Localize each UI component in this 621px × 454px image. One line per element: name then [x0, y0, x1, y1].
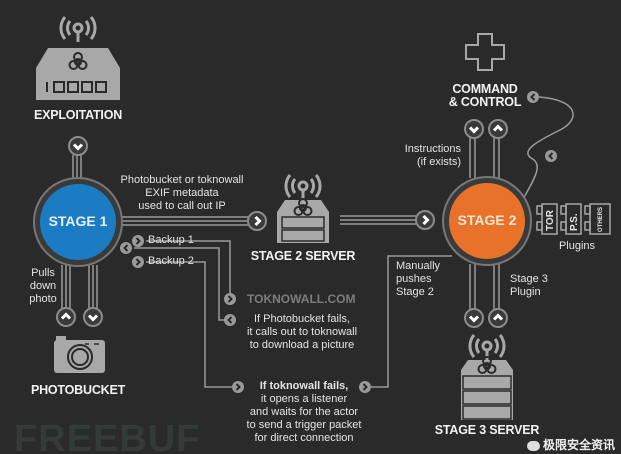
annotation-line: pushes — [396, 273, 432, 285]
pulls-annotation: Pulls down photo — [29, 267, 57, 306]
chevron-left-icon — [119, 241, 133, 255]
annotation-line: it calls out to toknowall — [246, 326, 358, 338]
chevron-down-icon — [463, 307, 485, 329]
annotation-line: Instructions — [404, 143, 461, 155]
annotation-line: photo — [29, 293, 57, 305]
stage2-label: STAGE 2 — [457, 212, 517, 228]
instructions-annotation: Instructions (if exists) — [405, 143, 461, 169]
wechat-icon — [527, 440, 540, 451]
annotation-line: (if exists) — [417, 156, 461, 168]
chevron-left-icon — [223, 313, 237, 327]
exploitation-server-icon — [36, 15, 120, 100]
stage2-circle — [449, 183, 525, 259]
stage3-plugin-annotation: Stage 3 Plugin — [510, 273, 548, 299]
annotation-line: EXIF metadata — [145, 187, 219, 199]
command-control-label: COMMAND & CONTROL — [449, 83, 522, 109]
plugins-label: Plugins — [558, 240, 596, 252]
stage1-label: STAGE 1 — [48, 213, 108, 229]
chevron-right-icon — [131, 234, 145, 248]
annotation-line: to send a trigger packet — [246, 419, 362, 431]
wechat-watermark: 极限安全资讯 — [527, 438, 615, 452]
manually-annotation: Manually pushes Stage 2 — [396, 260, 440, 299]
annotation-line: and waits for the actor — [249, 406, 359, 418]
chevron-up-icon — [487, 307, 509, 329]
freebuf-watermark: FREEBUF — [14, 418, 201, 454]
chevron-right-icon — [231, 380, 245, 394]
annotation-line: down — [29, 280, 57, 292]
plugin-ps: P.S. — [569, 213, 580, 231]
plugin-tor: TOR — [545, 210, 556, 231]
stage2-server-icon — [277, 173, 329, 243]
stage1-circle — [40, 184, 116, 260]
annotation-line: Photobucket or toknowall — [120, 174, 244, 186]
photobucket-label: PHOTOBUCKET — [30, 383, 126, 397]
annotation-line: Stage 2 — [396, 286, 434, 298]
chevron-right-icon — [246, 210, 268, 232]
backup2-label: Backup 2 — [148, 255, 194, 267]
annotation-line: Stage 3 — [510, 273, 548, 285]
annotation-line: used to call out IP — [138, 200, 226, 212]
chevron-up-icon — [55, 306, 77, 328]
wechat-watermark-text: 极限安全资讯 — [543, 438, 616, 452]
chevron-up-icon — [544, 149, 558, 163]
annotation-line: Plugin — [510, 286, 541, 298]
plugin-others: OTHERS — [598, 206, 604, 232]
annotation-line: it opens a listener — [260, 393, 348, 405]
annotation-line: If Photobucket fails, — [254, 313, 350, 325]
stage3-server-icon — [461, 333, 513, 420]
toknowall-label: TOKNOWALL.COM — [247, 292, 356, 306]
chevron-down-icon — [82, 306, 104, 328]
toknowall-fails-annotation: If toknowall fails, it opens a listener … — [247, 380, 362, 445]
plugin-blocks — [536, 203, 611, 235]
stage2-server-label: STAGE 2 SERVER — [250, 249, 356, 263]
annotation-line: If toknowall fails, — [259, 380, 349, 392]
annotation-line: Manually — [396, 260, 441, 272]
dpad-icon — [465, 33, 505, 71]
chevron-right-icon — [223, 292, 237, 306]
chevron-right-icon — [131, 255, 145, 269]
chevron-up-icon — [487, 118, 509, 140]
chevron-down-icon — [67, 135, 89, 157]
stage3-server-label: STAGE 3 SERVER — [434, 423, 540, 437]
chevron-left-icon — [526, 90, 540, 104]
command-control-line: COMMAND — [452, 82, 518, 96]
exploitation-label: EXPLOITATION — [33, 108, 123, 122]
annotation-line: for direct connection — [254, 432, 354, 444]
exif-annotation: Photobucket or toknowall EXIF metadata u… — [121, 174, 244, 213]
photobucket-fails-annotation: If Photobucket fails, it calls out to to… — [247, 313, 357, 352]
command-control-line: & CONTROL — [448, 95, 522, 109]
camera-icon — [54, 336, 105, 373]
annotation-line: to download a picture — [249, 339, 355, 351]
annotation-line: Pulls — [31, 267, 55, 279]
chevron-right-icon — [414, 209, 436, 231]
chevron-down-icon — [463, 118, 485, 140]
backup1-label: Backup 1 — [148, 234, 194, 246]
connectors — [61, 96, 574, 388]
